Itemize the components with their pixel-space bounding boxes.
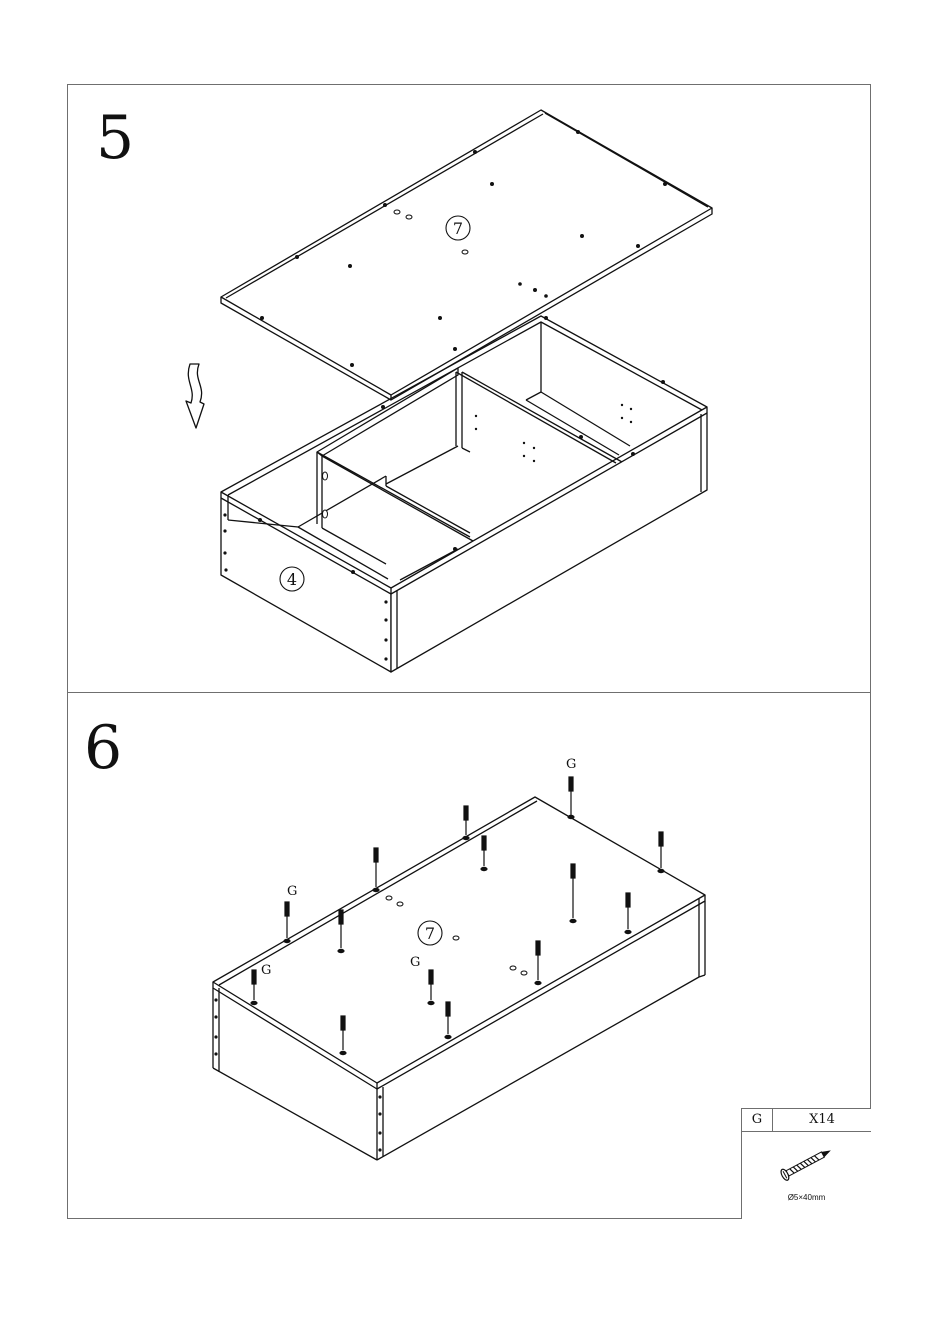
legend-spec: Ø5×40mm	[742, 1193, 871, 1202]
down-arrow-icon	[186, 364, 204, 428]
screw-icon	[772, 1143, 842, 1183]
part-label-7-top: 7	[446, 216, 470, 240]
fastener-label-g: G	[410, 955, 420, 970]
part-label-7-assembled: 7	[418, 921, 442, 945]
svg-text:4: 4	[287, 570, 297, 589]
svg-text:7: 7	[425, 924, 435, 943]
fastener-label-g: G	[287, 884, 297, 899]
hardware-legend: G X14 Ø5×40mm	[741, 1108, 871, 1219]
part-label-4: 4	[280, 567, 304, 591]
box-frame-4-drawing	[221, 316, 707, 672]
legend-letter: G	[742, 1109, 773, 1131]
svg-text:7: 7	[453, 219, 463, 238]
fastener-label-g: G	[566, 757, 576, 772]
legend-quantity: X14	[773, 1109, 871, 1131]
assembled-unit-drawing	[213, 797, 705, 1160]
fastener-label-g: G	[261, 963, 271, 978]
legend-header: G X14	[742, 1109, 871, 1132]
